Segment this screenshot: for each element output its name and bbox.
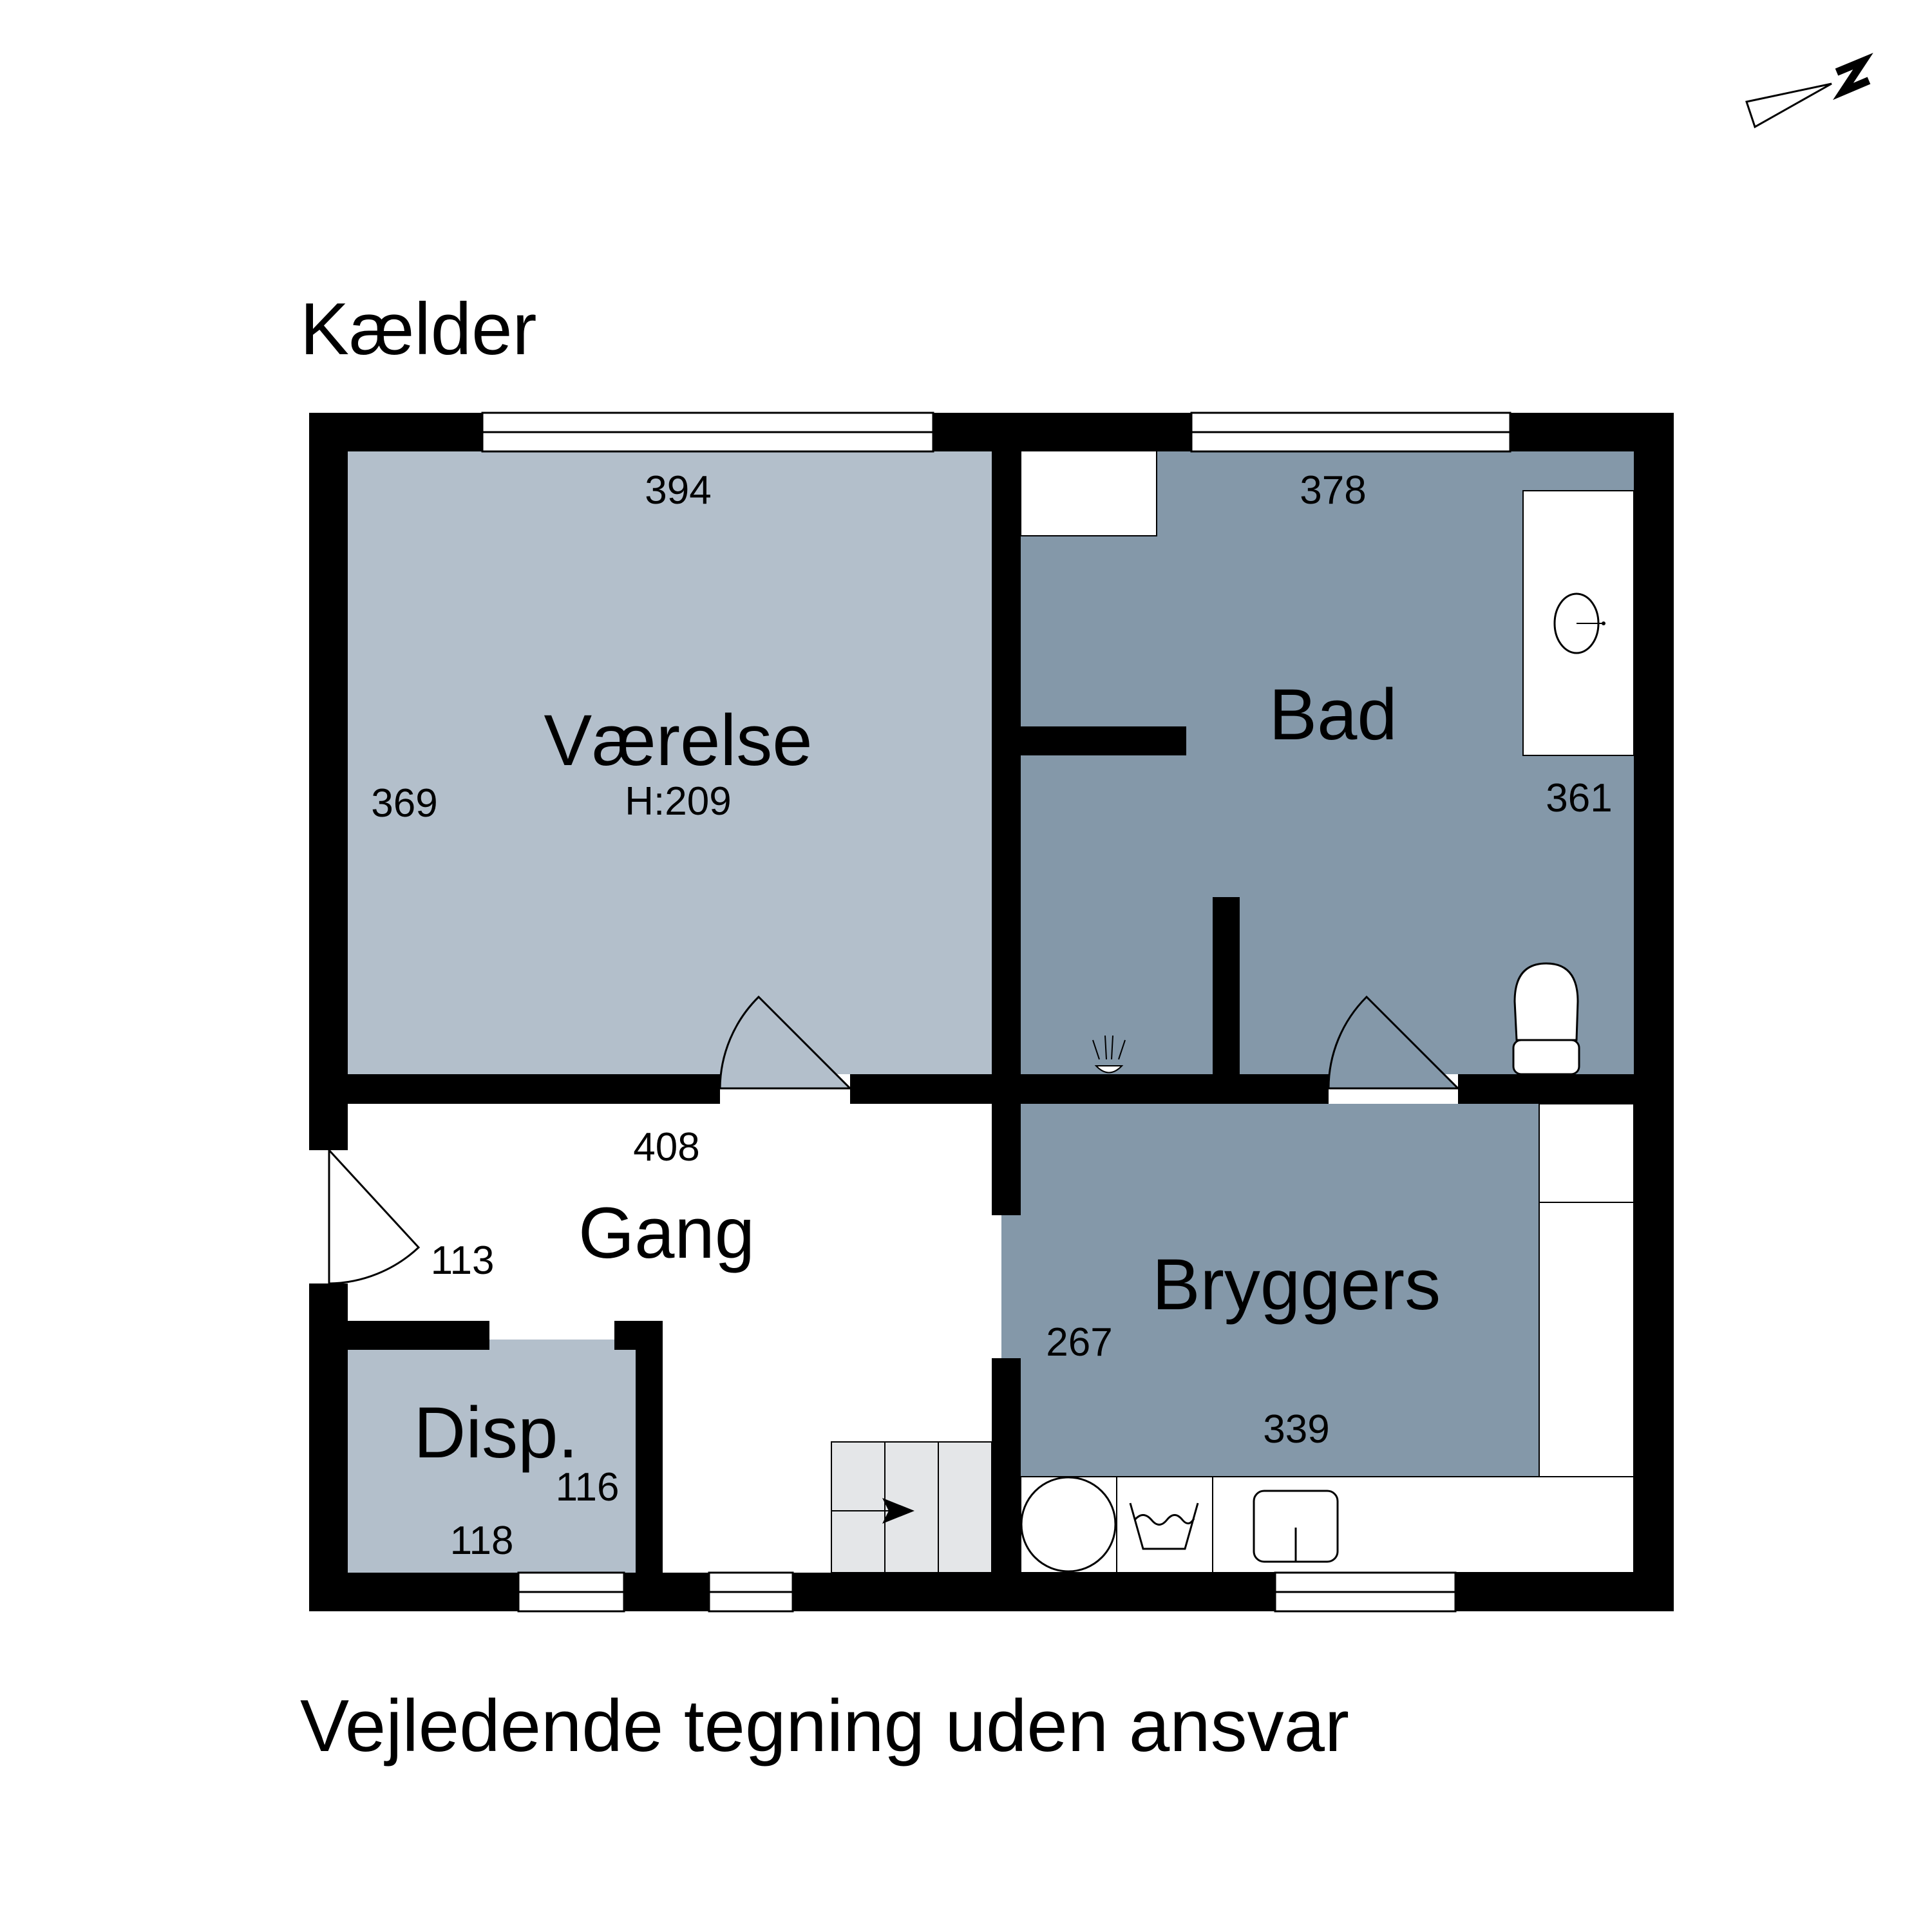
room-label-vaerelse: Værelse xyxy=(544,700,813,781)
room-bryggers[interactable] xyxy=(1001,1104,1539,1477)
dim-gang-width: 408 xyxy=(633,1125,700,1170)
dim-bryggers-depth: 267 xyxy=(1046,1320,1113,1365)
dim-disp-width: 118 xyxy=(450,1519,514,1563)
floor-title: Kælder xyxy=(300,289,537,370)
toilet-icon xyxy=(1512,962,1580,1075)
dim-bad-width: 378 xyxy=(1300,468,1367,513)
stairs[interactable] xyxy=(831,1441,992,1573)
disclaimer: Vejledende tegning uden ansvar xyxy=(300,1685,1350,1767)
room-label-gang: Gang xyxy=(578,1193,755,1273)
dim-bad-depth: 361 xyxy=(1546,776,1613,820)
dim-gang-door: 113 xyxy=(430,1238,495,1283)
dim-vaerelse-depth: 369 xyxy=(371,781,438,826)
door-bad xyxy=(1327,995,1461,1090)
windows xyxy=(481,412,1511,1613)
stairs-arrow-icon xyxy=(882,1498,914,1524)
laundry-tub-icon xyxy=(1129,1502,1199,1550)
shower-icon xyxy=(1092,1035,1126,1074)
room-height-vaerelse: H:209 xyxy=(625,779,732,824)
room-vaerelse[interactable] xyxy=(348,451,992,1074)
door-entrance xyxy=(328,1148,421,1285)
room-disp[interactable] xyxy=(348,1340,636,1573)
utility-sink-icon xyxy=(1253,1490,1339,1563)
door-vaerelse xyxy=(719,995,853,1090)
washing-machine-icon xyxy=(1020,1476,1117,1573)
room-label-disp: Disp. xyxy=(413,1392,578,1473)
dim-vaerelse-width: 394 xyxy=(645,468,712,513)
room-label-bryggers: Bryggers xyxy=(1151,1244,1441,1325)
room-label-bad: Bad xyxy=(1269,674,1397,755)
dim-disp-depth: 116 xyxy=(555,1465,620,1510)
dim-bryggers-width: 339 xyxy=(1263,1407,1330,1452)
north-arrow-icon xyxy=(1745,52,1873,129)
bad-shelf xyxy=(1020,450,1157,536)
